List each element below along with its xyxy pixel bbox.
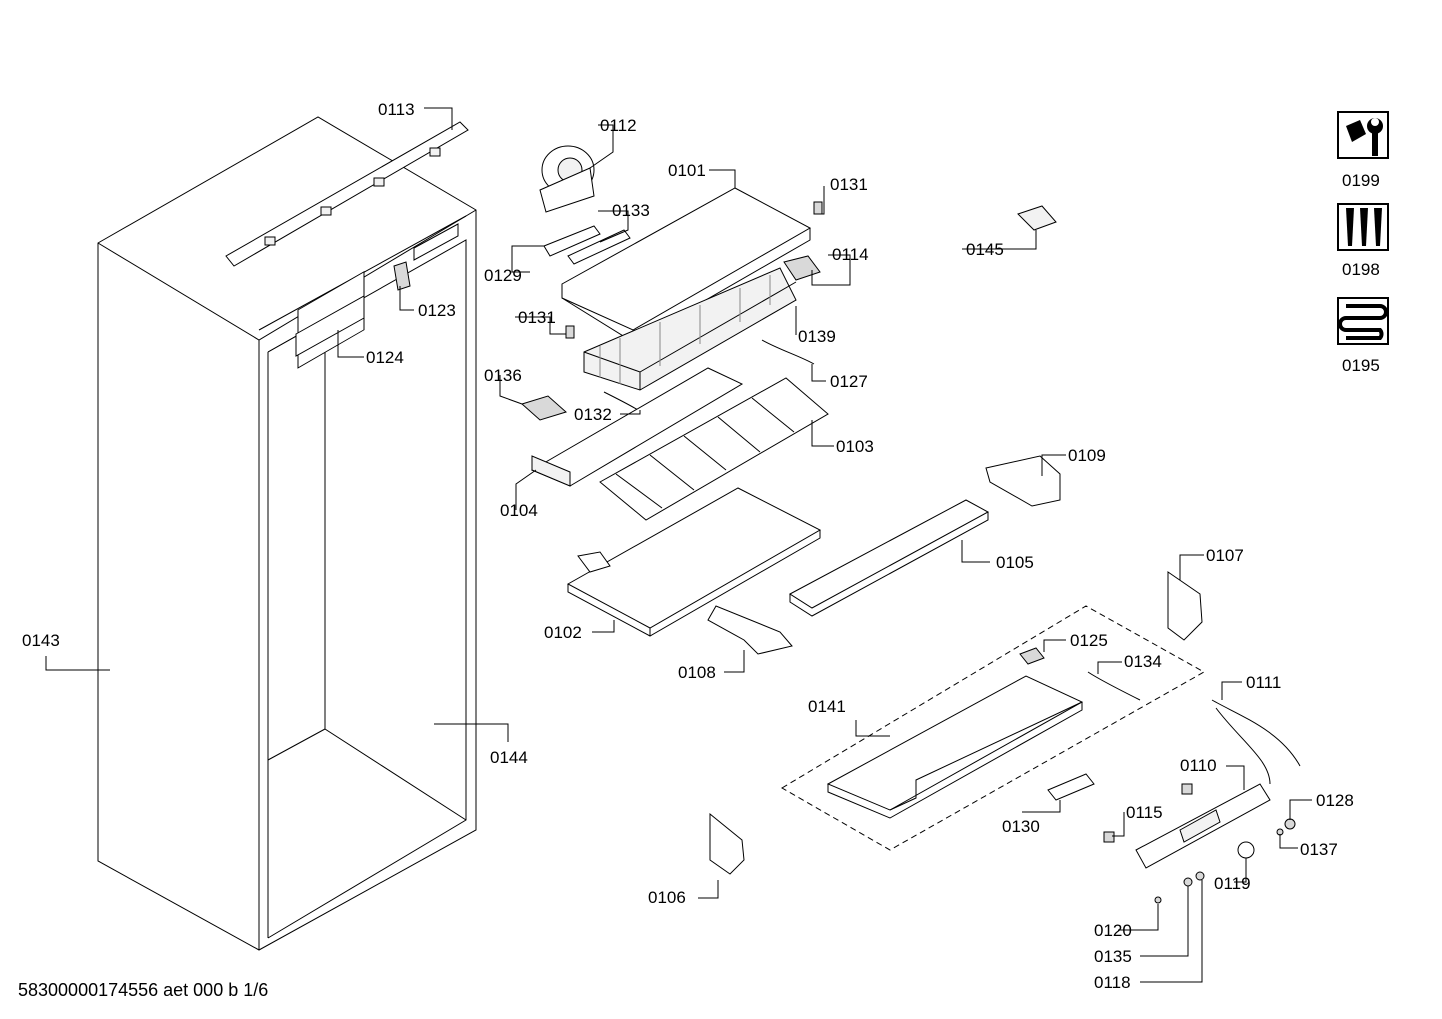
part-0107-side-plate: [1167, 571, 1203, 641]
control-panel-group-outline: [781, 605, 1206, 851]
part-0123-clip: [393, 261, 411, 291]
label-0112: 0112: [600, 116, 637, 135]
part-0133-bracket: [543, 225, 631, 265]
part-0145-clip: [1017, 205, 1057, 231]
label-0195: 0195: [1342, 356, 1380, 375]
label-0118: 0118: [1094, 973, 1131, 992]
label-0108: 0108: [678, 663, 716, 682]
label-0113: 0113: [378, 100, 415, 119]
cabinet-housing: [97, 116, 477, 951]
part-0127-sensor: [761, 339, 815, 365]
label-0101: 0101: [668, 161, 706, 180]
part-0130-holder: [1047, 773, 1095, 801]
label-0103: 0103: [836, 437, 874, 456]
label-0133: 0133: [612, 201, 650, 220]
part-evaporator: [583, 267, 797, 391]
part-0111-wiring: [1211, 699, 1301, 785]
label-0199: 0199: [1342, 171, 1380, 190]
label-0134: 0134: [1124, 652, 1162, 671]
part-0120-0135-0118-screws: [1154, 871, 1205, 904]
part-0115-knob: [1103, 783, 1193, 843]
label-0145: 0145: [966, 240, 1004, 259]
label-0110: 0110: [1180, 756, 1217, 775]
part-0110-control-panel: [1135, 783, 1271, 869]
label-0105: 0105: [996, 553, 1034, 572]
label-0111: 0111: [1246, 673, 1281, 692]
part-0134-sensor: [1087, 671, 1141, 701]
part-top-rail: [225, 121, 469, 267]
wrench-nut-icon: [1337, 111, 1389, 159]
part-0104-channel: [530, 367, 744, 487]
part-fan: [539, 145, 595, 213]
part-0105-rail: [789, 499, 990, 617]
label-0106: 0106: [648, 888, 686, 907]
part-evaporator-cover: [561, 187, 812, 343]
label-0198: 0198: [1342, 260, 1380, 279]
part-0128-0137-screws: [1276, 818, 1296, 836]
label-0135: 0135: [1094, 947, 1132, 966]
label-0102: 0102: [544, 623, 582, 642]
label-0114: 0114: [832, 245, 869, 264]
label-0109: 0109: [1068, 446, 1106, 465]
label-0123: 0123: [418, 301, 456, 320]
part-0108-bracket: [707, 605, 793, 655]
label-0136: 0136: [484, 366, 522, 385]
part-0136-block: [521, 395, 567, 421]
leader-lines: [45, 107, 1312, 983]
part-0102-shelf: [566, 487, 822, 637]
label-0119: 0119: [1214, 874, 1251, 893]
part-0109-bracket: [985, 455, 1061, 507]
part-0125-connector: [1019, 647, 1045, 665]
label-0120: 0120: [1094, 921, 1132, 940]
label-0132: 0132: [574, 405, 612, 424]
label-0130: 0130: [1002, 817, 1040, 836]
label-0129: 0129: [484, 266, 522, 285]
part-0141-control-housing: [826, 675, 1084, 819]
part-0131-clip-b: [565, 325, 575, 339]
part-0131-clip-a: [813, 201, 823, 215]
label-0125: 0125: [1070, 631, 1108, 650]
label-0104: 0104: [500, 501, 538, 520]
label-0143: 0143: [22, 631, 60, 650]
label-0115: 0115: [1126, 803, 1163, 822]
label-0124: 0124: [366, 348, 404, 367]
screws-icon: [1337, 203, 1389, 251]
part-0114-block: [783, 255, 821, 281]
label-0144: 0144: [490, 748, 528, 767]
part-0103-drain-tray: [599, 377, 829, 521]
label-0127: 0127: [830, 372, 868, 391]
part-0119-button: [1237, 841, 1255, 859]
part-0132-sensor: [603, 391, 639, 411]
label-0128: 0128: [1316, 791, 1354, 810]
drawing-reference: 58300000174556 aet 000 b 1/6: [18, 980, 269, 1000]
label-0141: 0141: [808, 697, 846, 716]
label-0139: 0139: [798, 327, 836, 346]
label-0131: 0131: [830, 175, 868, 194]
part-0106-side-plate: [709, 812, 745, 875]
label-0107: 0107: [1206, 546, 1244, 565]
label-0137: 0137: [1300, 840, 1338, 859]
label-0131: 0131: [518, 308, 556, 327]
heating-coil-icon: [1337, 297, 1389, 345]
